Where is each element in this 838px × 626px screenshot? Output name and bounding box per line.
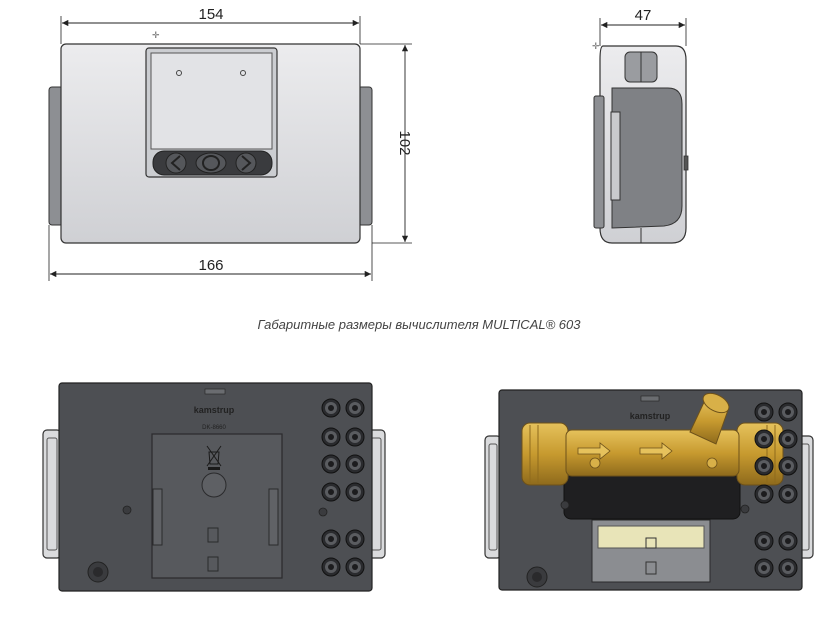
display-screw-left	[176, 70, 182, 76]
display-screen	[150, 52, 273, 150]
front-view: ✛	[48, 30, 373, 244]
side-front-panel	[611, 87, 683, 229]
back-left-bracket	[42, 429, 62, 559]
width-overall-label: 166	[198, 257, 223, 274]
crosshair-marker-side: ✛	[592, 41, 600, 51]
battery-cap	[201, 472, 227, 498]
dimension-width-front: 154	[60, 6, 361, 44]
left-button[interactable]	[165, 152, 187, 174]
back-view: kamstrup DK-8660	[42, 382, 386, 592]
battery-compartment	[151, 433, 283, 579]
dimension-width-overall: 166	[48, 225, 373, 281]
center-button[interactable]	[195, 152, 227, 174]
depth-label: 47	[635, 7, 652, 24]
side-button	[683, 155, 689, 171]
height-label: 102	[396, 130, 413, 155]
flow-arrow-icon	[577, 442, 611, 460]
side-clip	[593, 95, 605, 229]
right-button[interactable]	[235, 152, 257, 174]
figure-caption: Габаритные размеры вычислителя MULTICAL®…	[257, 317, 581, 332]
display-screw-right	[240, 70, 246, 76]
sensor-brand-logo: kamstrup	[630, 411, 671, 421]
center-button-ring	[202, 155, 220, 171]
crosshair-marker: ✛	[152, 30, 160, 40]
model-label: DK-8660	[202, 425, 226, 431]
sensor-electronics	[563, 470, 741, 520]
dimension-depth: 47	[599, 7, 687, 46]
chevron-right-icon	[241, 155, 252, 171]
side-window	[610, 111, 621, 201]
width-front-label: 154	[198, 6, 223, 23]
back-view-with-flow-sensor: kamstrup	[484, 389, 814, 591]
chevron-left-icon	[170, 155, 181, 171]
dimension-height: 102	[360, 43, 413, 244]
weee-bin-icon	[206, 445, 222, 467]
side-view: ✛	[592, 41, 689, 244]
brand-logo: kamstrup	[194, 405, 235, 415]
